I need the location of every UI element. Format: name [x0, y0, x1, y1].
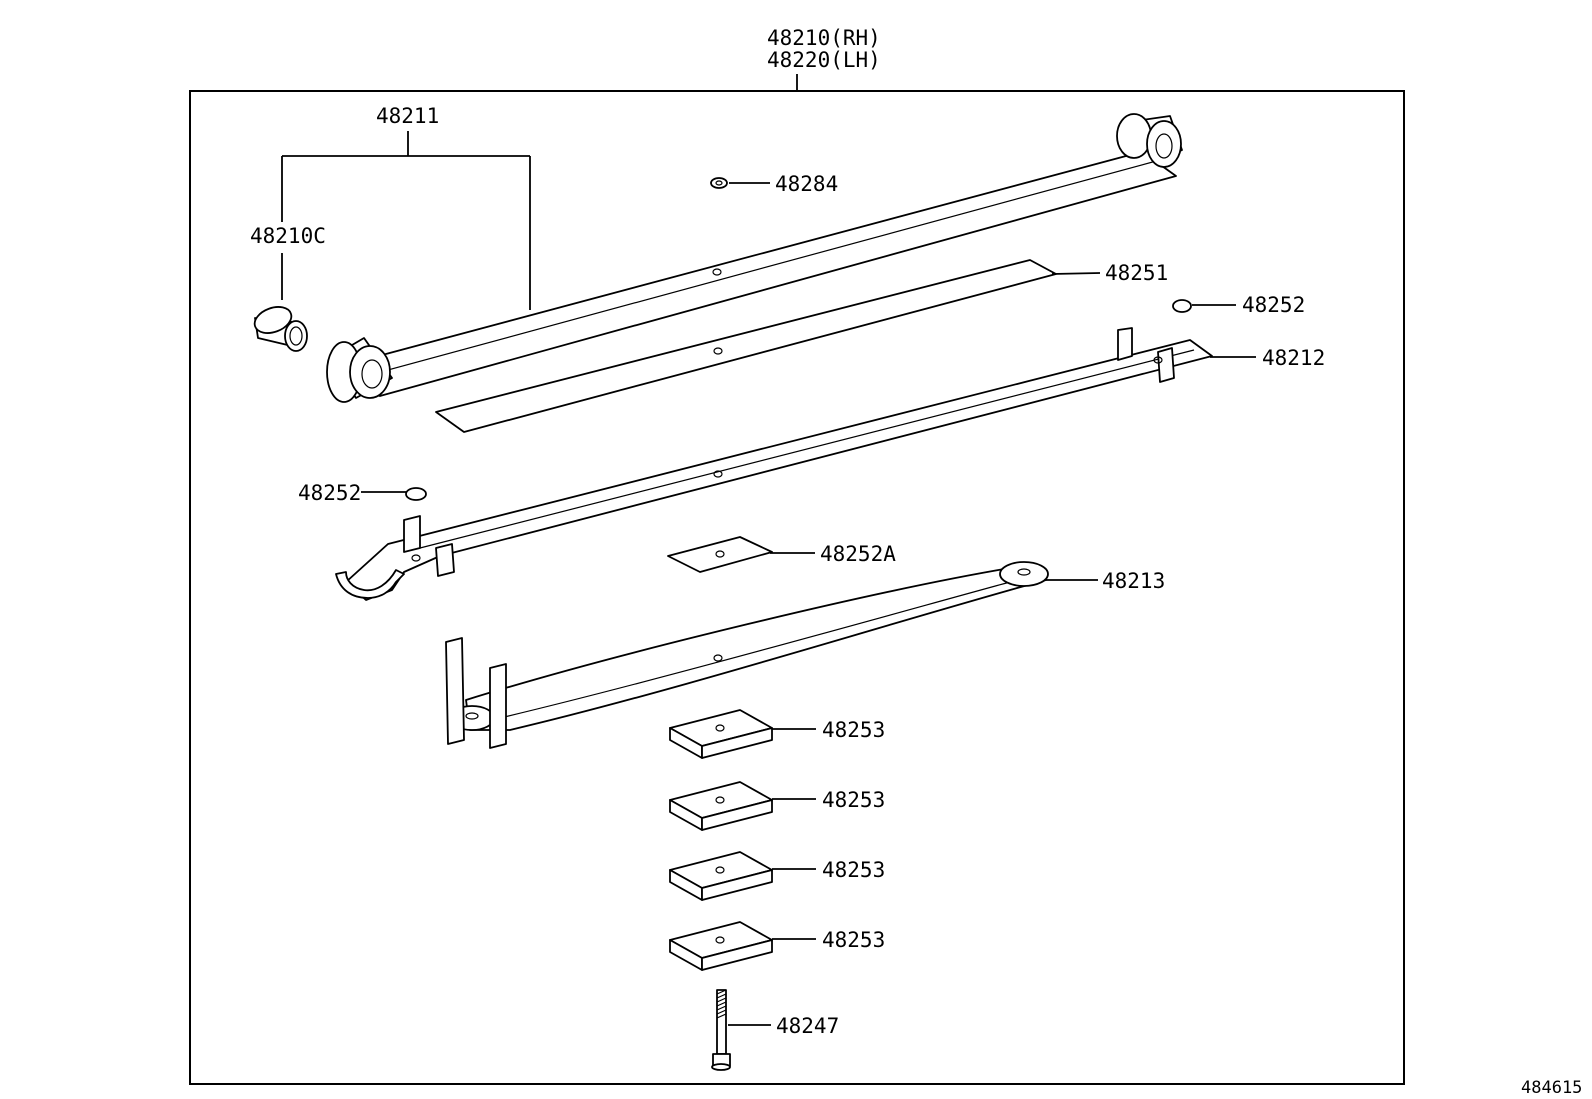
callout-48247: 48247	[776, 1014, 839, 1038]
assembly-part-lh: 48220(LH)	[767, 48, 881, 72]
spacer-2-part	[669, 781, 773, 831]
callout-48253-3: 48253	[822, 858, 885, 882]
callout-48252-left: 48252	[298, 481, 361, 505]
illustration-number: 484615	[1521, 1078, 1582, 1098]
spacer-4-part	[669, 921, 773, 971]
callout-48210c: 48210C	[250, 224, 326, 248]
bushing-part	[253, 306, 308, 352]
callout-48284: 48284	[775, 172, 838, 196]
clip-bolt-part	[710, 177, 728, 189]
callout-48253-4: 48253	[822, 928, 885, 952]
callout-48251: 48251	[1105, 261, 1168, 285]
callout-48252-right: 48252	[1242, 293, 1305, 317]
insert-left-part	[405, 487, 427, 501]
callout-48211: 48211	[376, 104, 439, 128]
center-insert-part	[667, 536, 773, 573]
leaf-spring-no1	[326, 113, 1183, 403]
spacer-3-part	[669, 851, 773, 901]
callout-48253-1: 48253	[822, 718, 885, 742]
spacer-1-part	[669, 709, 773, 759]
callout-48213: 48213	[1102, 569, 1165, 593]
insert-right-part	[1172, 299, 1192, 313]
callout-48252a: 48252A	[820, 542, 896, 566]
leaf-spring-no3	[445, 561, 1049, 749]
center-bolt-part	[711, 989, 731, 1071]
callout-48212: 48212	[1262, 346, 1325, 370]
leaf-spring-no2	[335, 327, 1213, 601]
callout-48253-2: 48253	[822, 788, 885, 812]
assembly-part-rh: 48210(RH)	[767, 26, 881, 50]
